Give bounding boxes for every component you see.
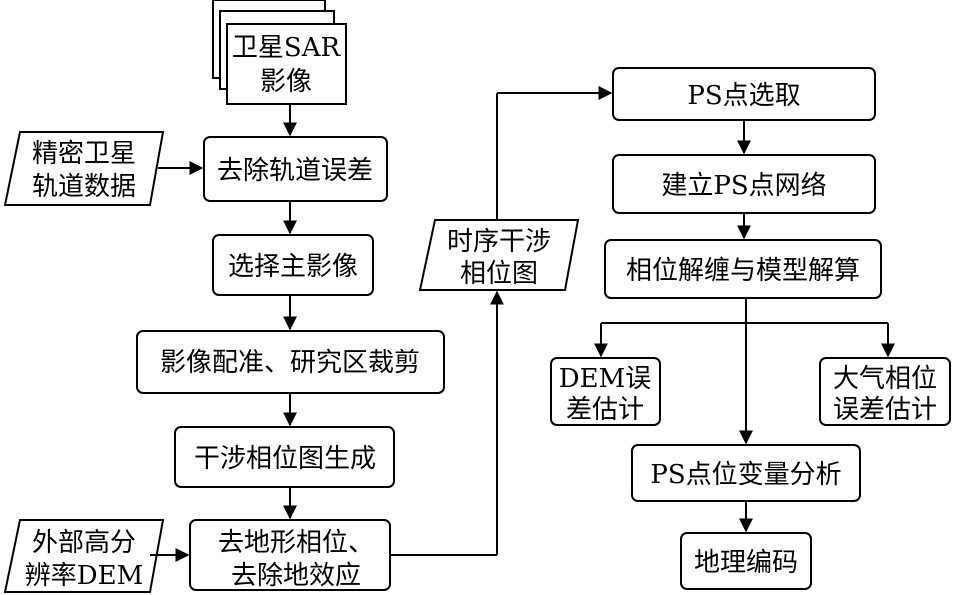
ps-network-label: 建立PS点网络 bbox=[661, 171, 826, 201]
remove-topo-line1: 去地形相位、 bbox=[218, 528, 374, 558]
select-master-node: 选择主影像 bbox=[212, 234, 374, 296]
sar-images-stack: 卫星SAR 影像 bbox=[212, 0, 347, 105]
external-dem-line1: 外部高分 bbox=[32, 528, 136, 558]
dem-error-line1: DEM误 bbox=[559, 364, 651, 394]
precise-orbit-line2: 轨道数据 bbox=[32, 172, 136, 202]
sar-images-line1: 卫星SAR bbox=[232, 33, 342, 63]
geocoding-label: 地理编码 bbox=[694, 548, 798, 578]
ts-interferograms-line2: 相位图 bbox=[460, 259, 538, 289]
coregistration-node: 影像配准、研究区裁剪 bbox=[136, 330, 445, 394]
ps-selection-label: PS点选取 bbox=[687, 81, 800, 111]
unwrap-model-label: 相位解缠与模型解算 bbox=[626, 256, 860, 286]
external-dem-node: 外部高分 辨率DEM bbox=[3, 519, 165, 593]
coregistration-label: 影像配准、研究区裁剪 bbox=[160, 348, 420, 378]
precise-orbit-line1: 精密卫星 bbox=[32, 139, 136, 169]
sar-images-line2: 影像 bbox=[260, 67, 312, 97]
ps-deformation-label: PS点位变量分析 bbox=[650, 460, 841, 490]
ps-selection-node: PS点选取 bbox=[612, 67, 876, 121]
precise-orbit-data-node: 精密卫星 轨道数据 bbox=[3, 131, 165, 206]
atmo-error-node: 大气相位 误差估计 bbox=[819, 357, 951, 426]
remove-orbit-error-node: 去除轨道误差 bbox=[203, 136, 388, 202]
external-dem-line2: 辨率DEM bbox=[25, 561, 143, 591]
geocoding-node: 地理编码 bbox=[680, 532, 812, 590]
dem-error-line2: 差估计 bbox=[566, 395, 644, 425]
remove-orbit-error-label: 去除轨道误差 bbox=[217, 156, 373, 186]
connectors bbox=[150, 86, 895, 562]
select-master-label: 选择主影像 bbox=[228, 252, 358, 282]
unwrap-model-node: 相位解缠与模型解算 bbox=[604, 239, 882, 299]
remove-topo-node: 去地形相位、 去除地效应 bbox=[189, 519, 391, 591]
interferogram-label: 干涉相位图生成 bbox=[194, 444, 376, 474]
remove-topo-line2: 去除地效应 bbox=[231, 561, 361, 591]
ts-interferograms-line1: 时序干涉 bbox=[447, 227, 551, 257]
ps-deformation-node: PS点位变量分析 bbox=[631, 444, 861, 502]
interferogram-node: 干涉相位图生成 bbox=[174, 426, 395, 488]
atmo-error-line1: 大气相位 bbox=[833, 364, 937, 394]
dem-error-node: DEM误 差估计 bbox=[550, 357, 661, 426]
ts-interferograms-node: 时序干涉 相位图 bbox=[418, 219, 580, 291]
atmo-error-line2: 误差估计 bbox=[833, 395, 937, 425]
ps-network-node: 建立PS点网络 bbox=[612, 154, 876, 214]
